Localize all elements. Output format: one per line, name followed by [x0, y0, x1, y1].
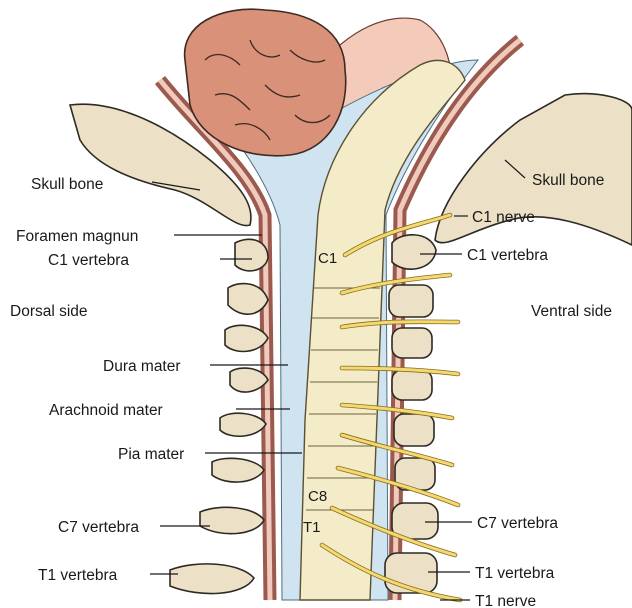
c7-vertebra-ventral — [392, 503, 438, 539]
label-arachnoid-mater: Arachnoid mater — [49, 402, 163, 419]
c7-vertebra-dorsal — [200, 507, 264, 533]
cerebellum — [185, 9, 346, 156]
label-dura-mater: Dura mater — [103, 358, 181, 375]
t1-vertebra-dorsal — [170, 564, 254, 594]
dorsal-vertebrae — [170, 239, 268, 593]
label-c7-vertebra-left: C7 vertebra — [58, 519, 139, 536]
label-ventral-side: Ventral side — [531, 303, 612, 320]
label-t1-vertebra-left: T1 vertebra — [38, 567, 118, 584]
label-skull-bone-left: Skull bone — [31, 176, 103, 193]
c2-vertebra-ventral — [389, 285, 433, 317]
c5-vertebra-ventral — [394, 414, 434, 446]
label-t1-vertebra-right: T1 vertebra — [475, 565, 555, 582]
segment-label-c1: C1 — [318, 250, 337, 267]
c1-vertebra-dorsal — [235, 239, 268, 271]
label-c7-vertebra-right: C7 vertebra — [477, 515, 558, 532]
c4-vertebra-ventral — [392, 370, 432, 400]
label-t1-nerve: T1 nerve — [475, 593, 536, 608]
label-c1-vertebra-left: C1 vertebra — [48, 252, 129, 269]
c6-vertebra-dorsal — [212, 458, 264, 482]
label-foramen-magnum: Foramen magnun — [16, 228, 138, 245]
c1-vertebra-ventral — [392, 235, 436, 269]
segment-label-c8: C8 — [308, 488, 327, 505]
label-c1-vertebra-right: C1 vertebra — [467, 247, 548, 264]
label-c1-nerve: C1 nerve — [472, 209, 535, 226]
c5-vertebra-dorsal — [220, 413, 266, 436]
c3-vertebra-ventral — [392, 328, 432, 358]
segment-label-t1: T1 — [303, 519, 321, 536]
label-pia-mater: Pia mater — [118, 446, 184, 463]
label-dorsal-side: Dorsal side — [10, 303, 88, 320]
label-skull-bone-right: Skull bone — [532, 172, 604, 189]
